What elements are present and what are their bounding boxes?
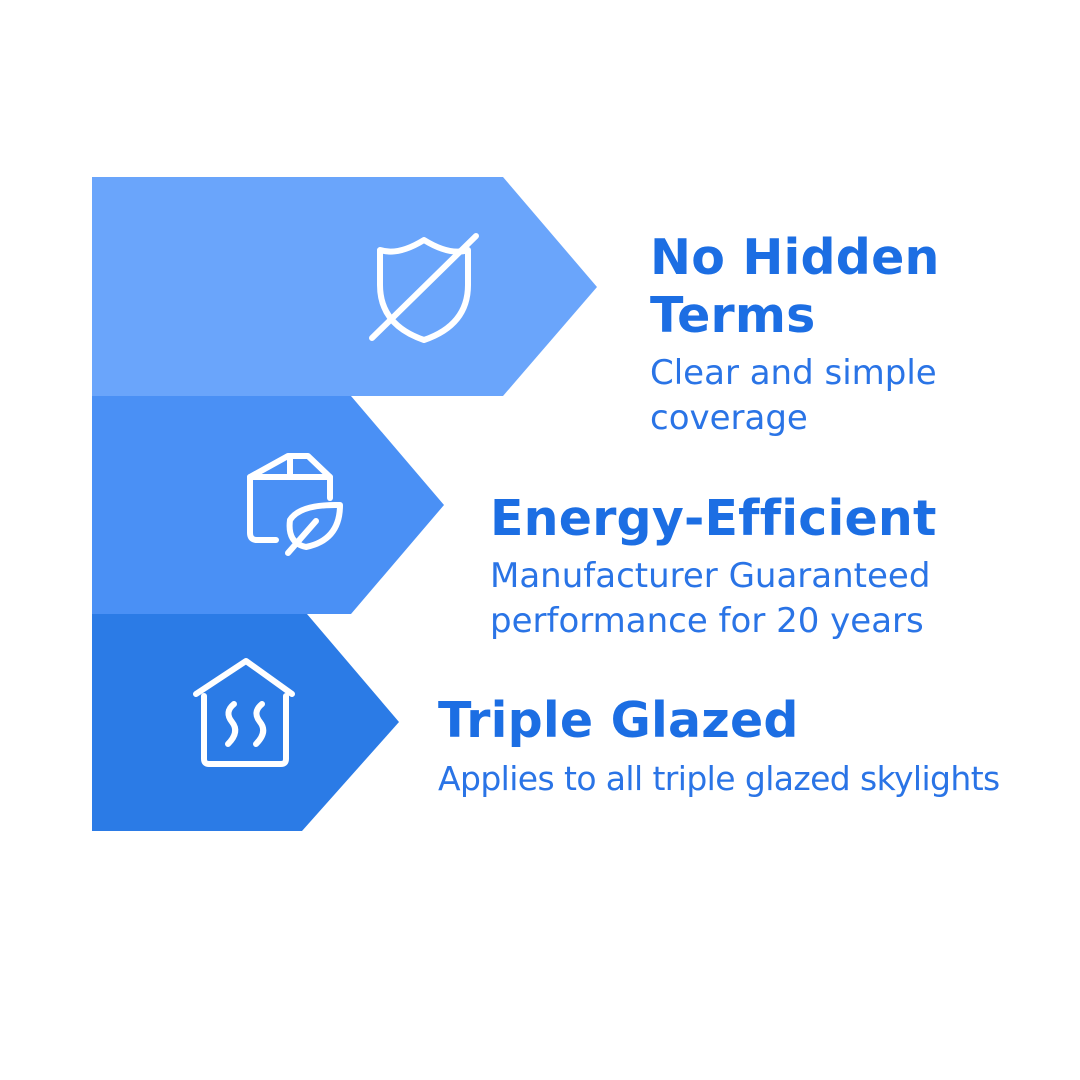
feature-description: Clear and simple coverage bbox=[650, 353, 937, 438]
house-heat-icon bbox=[193, 658, 295, 767]
feature-block-triple-glazed: Triple Glazed Applies to all triple glaz… bbox=[438, 692, 1068, 801]
feature-title: Triple Glazed bbox=[438, 692, 799, 749]
arrow-banner-2 bbox=[92, 396, 444, 614]
box-leaf-icon bbox=[247, 453, 343, 556]
feature-block-no-hidden-terms: No Hidden Terms Clear and simple coverag… bbox=[650, 229, 1050, 441]
feature-description: Applies to all triple glazed skylights bbox=[438, 759, 1000, 798]
feature-title: Energy-Efficient bbox=[490, 490, 937, 547]
feature-title: No Hidden Terms bbox=[650, 229, 940, 344]
feature-description: Manufacturer Guaranteed performance for … bbox=[490, 556, 931, 641]
arrow-banner-1 bbox=[92, 177, 597, 396]
feature-block-energy-efficient: Energy-Efficient Manufacturer Guaranteed… bbox=[490, 490, 1060, 644]
arrow-banner-3 bbox=[92, 614, 399, 831]
shield-slash-icon bbox=[369, 233, 479, 343]
